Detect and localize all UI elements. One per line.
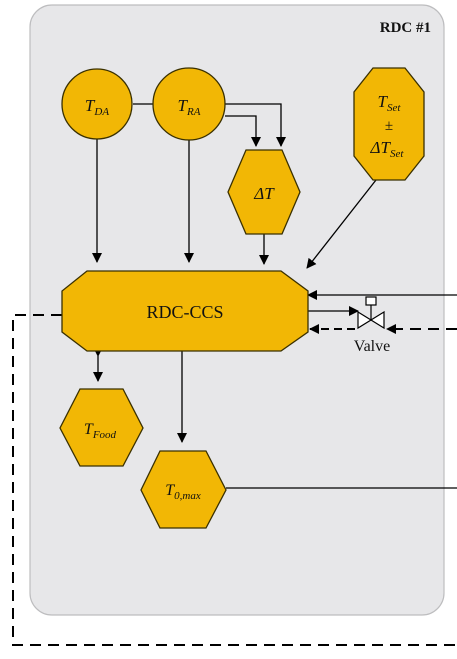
node-t-0max: T0,max (140, 450, 227, 529)
outer-dashed-loop (12, 314, 457, 646)
svg-text:TSet: TSet (378, 92, 402, 114)
svg-text:TFood: TFood (84, 421, 117, 441)
node-t-da: TDA (61, 68, 133, 140)
svg-text:ΔTSet: ΔTSet (370, 138, 405, 160)
svg-text:ΔT: ΔT (253, 184, 275, 203)
svg-text:TRA: TRA (178, 96, 201, 118)
node-delta-t: ΔT (227, 149, 301, 235)
valve-icon (357, 296, 385, 330)
arrow-tset-to-ccs (306, 179, 377, 269)
svg-text:RDC-CCS: RDC-CCS (146, 302, 223, 322)
svg-text:T0,max: T0,max (165, 482, 201, 502)
node-t-food: TFood (59, 388, 144, 467)
panel-title: RDC #1 (380, 20, 431, 36)
node-t-set: TSet ± ΔTSet (353, 67, 425, 181)
node-rdc-ccs: RDC-CCS (61, 270, 309, 352)
svg-text:TDA: TDA (85, 96, 109, 118)
node-t-ra: TRA (152, 67, 226, 141)
arrow-tra-to-deltat-1 (225, 103, 286, 147)
arrow-tra-to-deltat-2 (225, 115, 261, 147)
svg-text:±: ± (385, 118, 393, 134)
valve-label: Valve (354, 338, 390, 355)
